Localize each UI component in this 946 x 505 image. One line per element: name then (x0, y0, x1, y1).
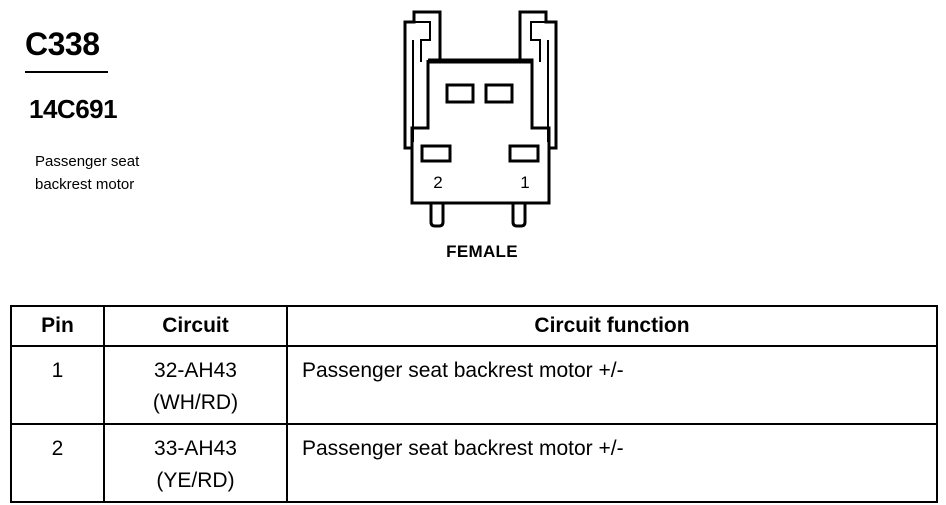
table-header-row: Pin Circuit Circuit function (10, 305, 938, 347)
header-pin: Pin (10, 305, 105, 347)
circuit-number: 32-AH43 (154, 359, 237, 382)
left-latch-hook (414, 21, 431, 62)
circuit-cell: 32-AH43 (WH/RD) (103, 345, 288, 425)
header-circuit-function: Circuit function (286, 305, 938, 347)
connector-body (410, 58, 551, 205)
connector-description: Passenger seat backrest motor (35, 153, 140, 193)
connector-id-underline (25, 71, 108, 73)
connector-id: C338 (25, 26, 100, 62)
table-row: 1 32-AH43 (WH/RD) Passenger seat backres… (10, 345, 938, 425)
circuit-function-cell: Passenger seat backrest motor +/- (286, 345, 938, 425)
bottom-peg-right (511, 203, 527, 228)
connector-face-diagram: 2 1 (403, 10, 558, 228)
wire-color: (YE/RD) (156, 469, 235, 492)
circuit-cell: 33-AH43 (YE/RD) (103, 423, 288, 503)
pin-cell: 1 (10, 345, 105, 425)
pinout-table: Pin Circuit Circuit function 1 32-AH43 (… (10, 305, 938, 503)
circuit-number: 33-AH43 (154, 437, 237, 460)
terminal-cavity-2 (420, 144, 452, 163)
cavity-upper-right (484, 83, 514, 104)
terminal-cavity-1 (508, 144, 540, 163)
circuit-function-cell: Passenger seat backrest motor +/- (286, 423, 938, 503)
pin-label-1: 1 (520, 173, 529, 192)
header-circuit: Circuit (103, 305, 288, 347)
right-latch-hook (530, 21, 546, 62)
cavity-upper-left (445, 83, 475, 104)
wire-color: (WH/RD) (152, 391, 239, 414)
connector-gender-label: FEMALE (446, 242, 518, 261)
table-row: 2 33-AH43 (YE/RD) Passenger seat backres… (10, 423, 938, 503)
bottom-peg-left (429, 203, 445, 228)
pin-label-2: 2 (433, 173, 442, 192)
part-number: 14C691 (29, 94, 118, 124)
pin-cell: 2 (10, 423, 105, 503)
